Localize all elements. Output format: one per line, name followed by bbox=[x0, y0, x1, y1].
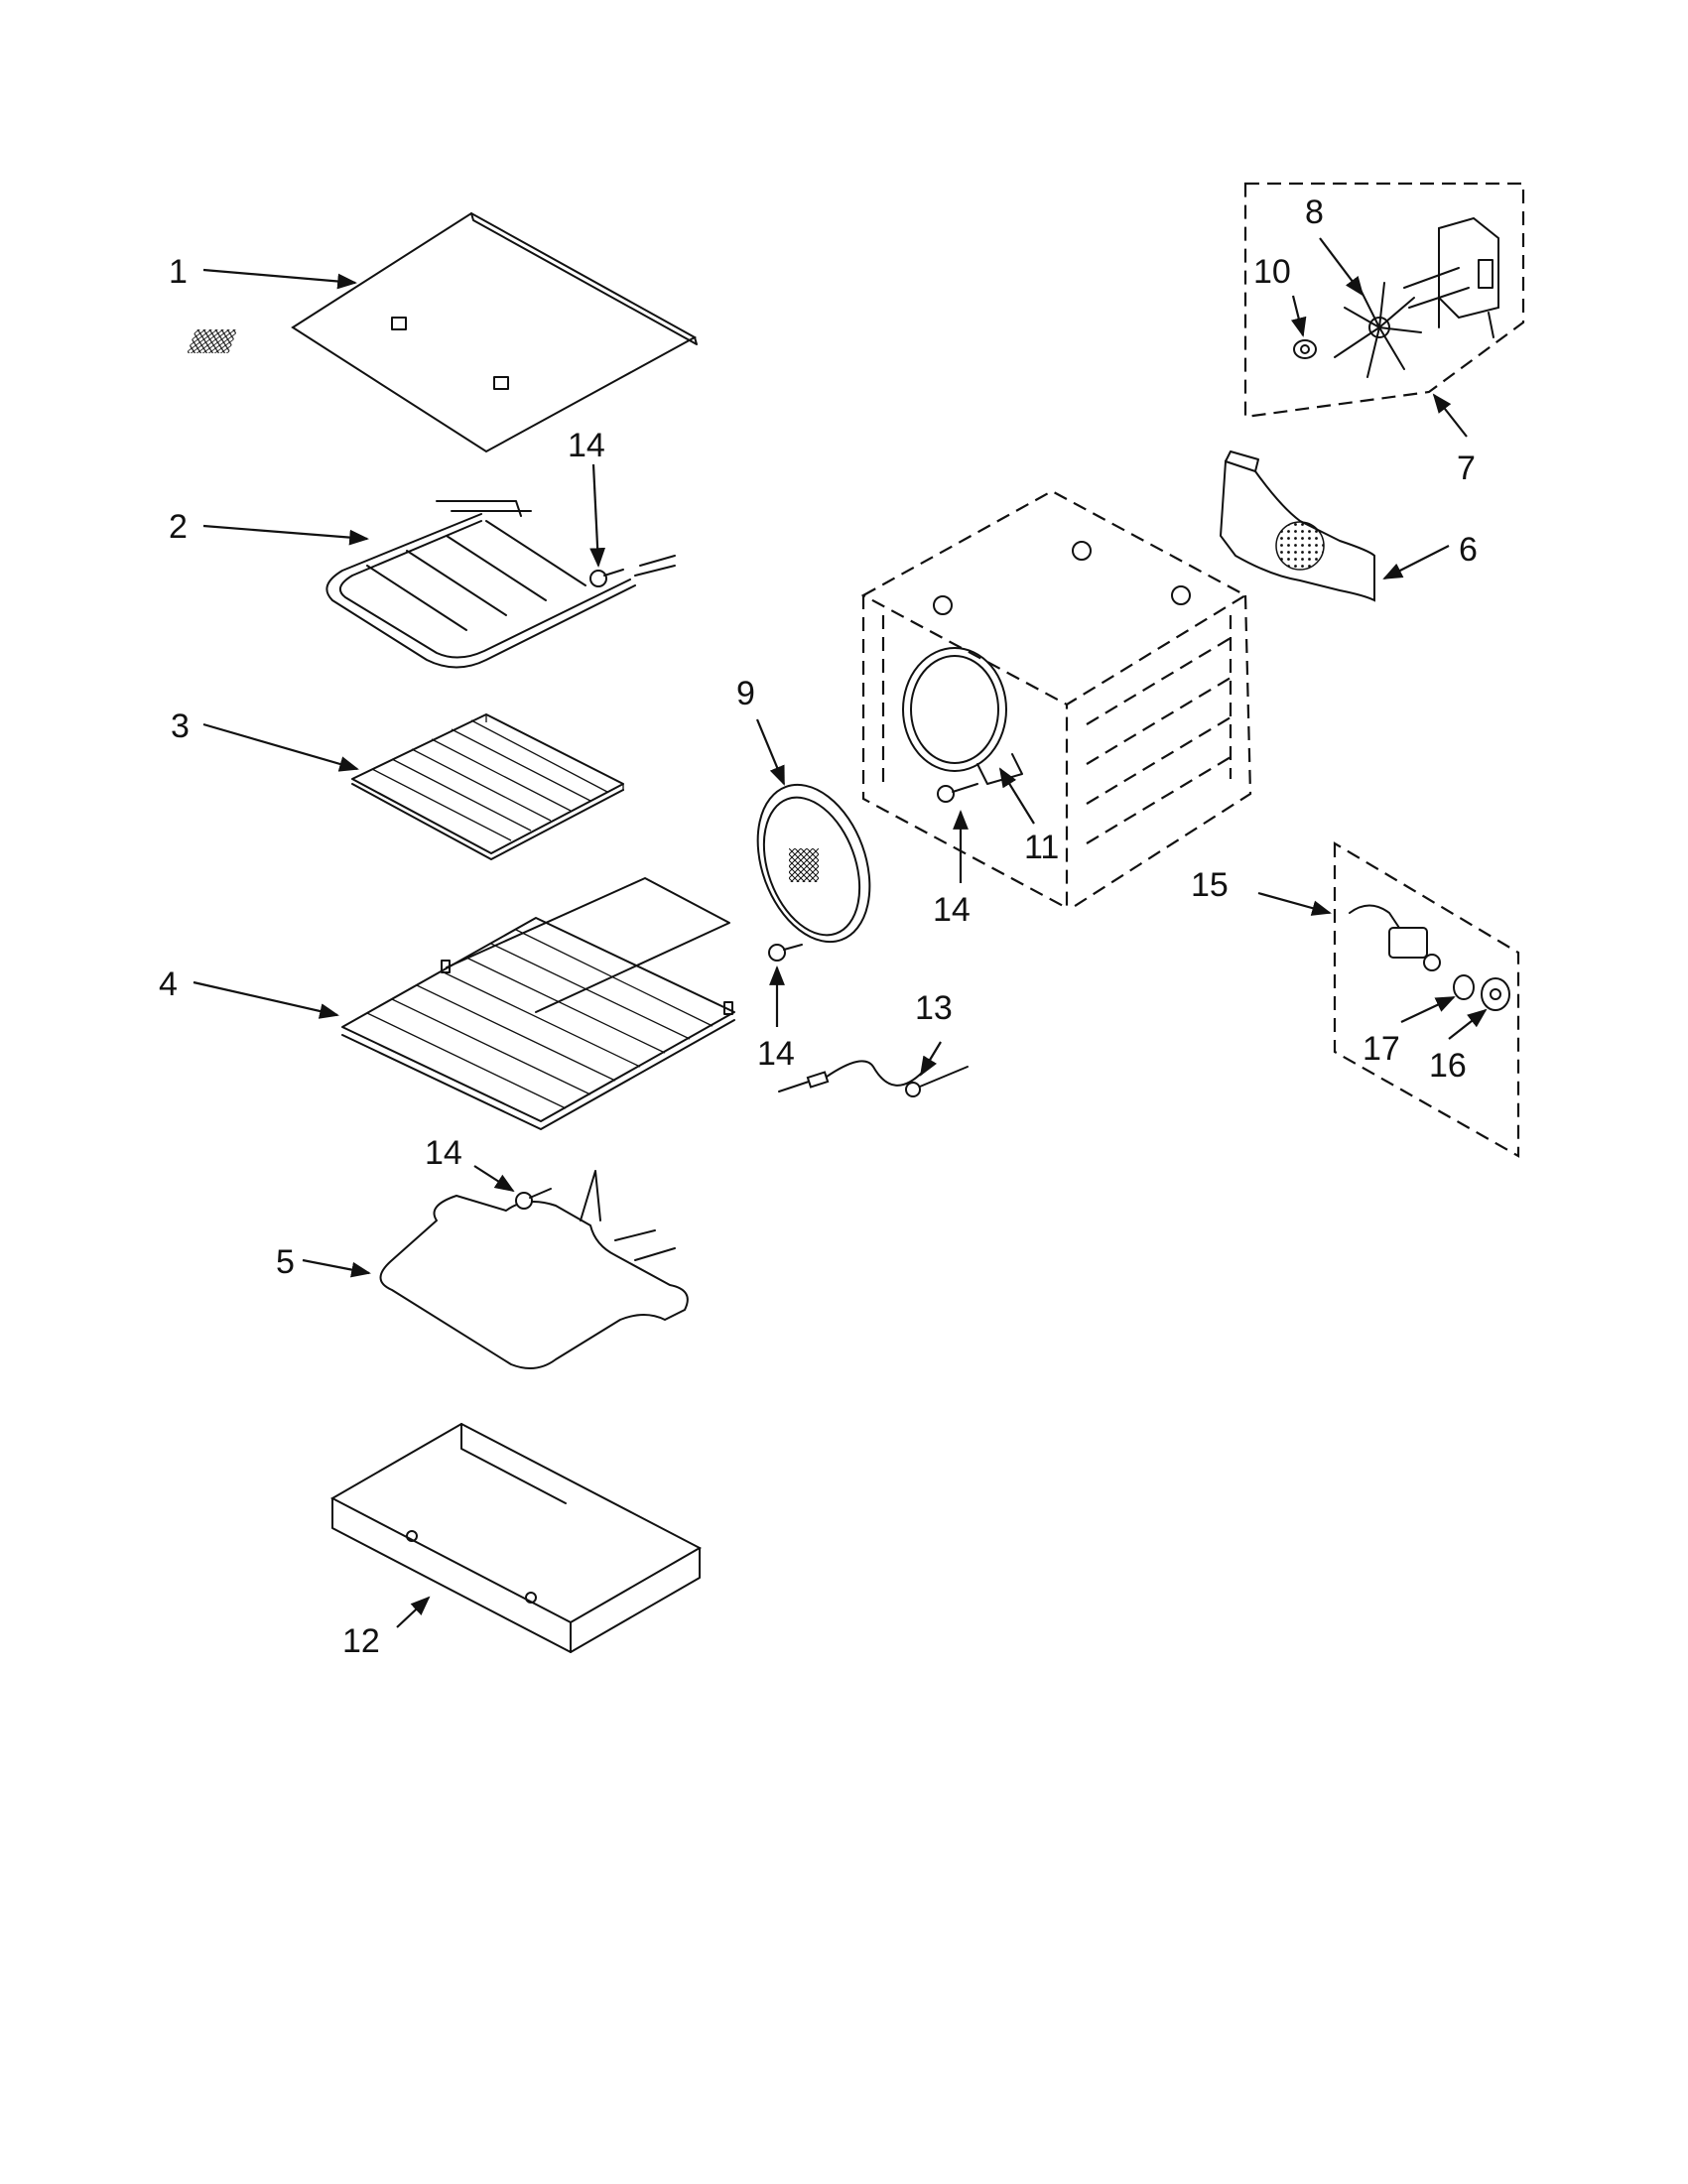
part-convection-element bbox=[902, 647, 1023, 803]
part-oven-cavity bbox=[860, 489, 1252, 910]
washer-icon bbox=[1453, 974, 1475, 1000]
callout-5: 5 bbox=[276, 1243, 295, 1281]
part-meat-probe bbox=[778, 1060, 969, 1097]
part-fan-cover bbox=[756, 783, 871, 962]
part-light-kit bbox=[1333, 841, 1520, 1158]
callout-1: 1 bbox=[169, 253, 188, 291]
part-fan-motor-kit bbox=[1243, 182, 1525, 419]
callout-12: 12 bbox=[342, 1622, 380, 1660]
callout-15: 15 bbox=[1191, 866, 1229, 904]
screw-icon bbox=[589, 569, 624, 587]
callout-10: 10 bbox=[1253, 253, 1291, 291]
callout-14-bake: 14 bbox=[425, 1134, 462, 1172]
part-bake-element bbox=[379, 1170, 689, 1369]
callout-3: 3 bbox=[171, 707, 190, 745]
callouts: 1 2 3 4 5 6 7 8 9 10 11 12 13 14 14 14 1… bbox=[159, 193, 1478, 1660]
callout-8: 8 bbox=[1305, 193, 1324, 231]
part-rollout-rack bbox=[341, 877, 735, 1130]
screw-icon bbox=[515, 1188, 552, 1210]
callout-11: 11 bbox=[1024, 829, 1059, 866]
fan-blade-icon bbox=[1334, 282, 1422, 378]
part-top-panel bbox=[187, 211, 698, 453]
leader-lines bbox=[193, 237, 1488, 1628]
callout-6: 6 bbox=[1459, 531, 1478, 569]
callout-9: 9 bbox=[736, 675, 755, 712]
callout-7: 7 bbox=[1457, 450, 1476, 487]
screw-icon bbox=[937, 783, 978, 803]
callout-16: 16 bbox=[1429, 1047, 1467, 1085]
part-fan-shroud bbox=[1219, 450, 1375, 602]
callout-14-cavity: 14 bbox=[933, 891, 971, 929]
callout-17: 17 bbox=[1363, 1030, 1400, 1068]
nut-icon bbox=[1293, 339, 1317, 359]
nut-icon bbox=[1481, 977, 1510, 1011]
part-drip-tray bbox=[329, 1422, 703, 1653]
part-oven-rack bbox=[351, 713, 624, 860]
callout-14-top: 14 bbox=[568, 427, 605, 464]
part-broil-element bbox=[325, 500, 676, 669]
callout-4: 4 bbox=[159, 965, 178, 1003]
callout-2: 2 bbox=[169, 508, 188, 546]
socket-icon bbox=[1349, 904, 1441, 971]
screw-icon bbox=[768, 944, 803, 962]
motor-icon bbox=[1403, 216, 1499, 338]
callout-14-cover: 14 bbox=[757, 1035, 795, 1073]
callout-13: 13 bbox=[915, 989, 953, 1027]
